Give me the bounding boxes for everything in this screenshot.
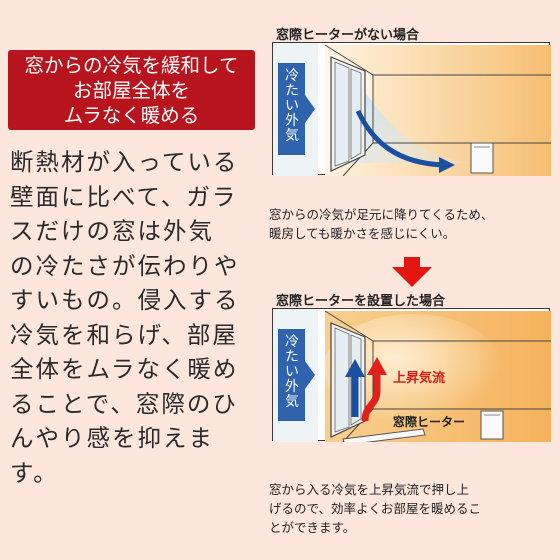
headline-line: お部屋全体を (72, 78, 190, 102)
body-text: 断熱材が入っている 壁面に比べて、ガラ スだけの窓は外気 の冷たさが伝わりや す… (10, 145, 260, 490)
down-arrow-icon (392, 257, 432, 287)
headline-box: 窓からの冷気を緩和して お部屋全体を ムラなく暖める (8, 50, 255, 130)
updraft-label: 上昇気流 (393, 371, 446, 386)
body-line: す。 (10, 458, 59, 487)
caption-line: げるので、効率よくお部屋を暖めるこ (269, 501, 482, 516)
side-label-char: 冷 (285, 68, 299, 84)
panel-b-caption: 窓から入る冷気を上昇気流で押し上 げるので、効率よくお部屋を暖めるこ とができま… (269, 480, 557, 537)
cold-air-area (335, 63, 473, 163)
heater-label: 窓際ヒーター (393, 415, 466, 429)
caption-line: 窓からの冷気が足元に降りてくるため、 (269, 207, 494, 222)
room-diagram-a (273, 43, 551, 176)
body-line: すいもの。侵入する (10, 286, 240, 314)
window-frame-b (330, 322, 366, 438)
body-line: ることで、窓際のひ (10, 389, 238, 418)
caption-line: 窓から入る冷気を上昇気流で押し上 (269, 482, 470, 497)
side-label-bg (278, 329, 305, 421)
warm-updraft-arrow (361, 357, 387, 422)
body-line: 断熱材が入っている (10, 148, 239, 176)
side-label-char: た (285, 349, 299, 365)
side-label-char: 外 (285, 113, 299, 129)
side-label-char: い (285, 364, 299, 380)
diagram-with-heater: 冷 た い 外 気 上昇気流 窓際ヒーター (272, 308, 551, 442)
caption-line: とができます。 (269, 520, 356, 535)
window-frame-a (330, 56, 366, 172)
cold-air-label-b: 冷 た い 外 気 (282, 335, 302, 410)
side-label-char: 気 (285, 128, 299, 144)
diagram-no-heater: 冷 た い 外 気 (272, 42, 551, 176)
body-line: 壁面に比べて、ガラ (10, 182, 238, 211)
heater-unit-a (470, 142, 494, 174)
room-diagram-b (273, 309, 551, 442)
body-line: 冷気を和らげ、部屋 (10, 320, 238, 349)
body-line: 全体をムラなく暖め (10, 355, 239, 383)
side-label-char: 気 (285, 394, 299, 410)
window-heater-unit (342, 428, 426, 442)
body-line: んやり感を抑えま (10, 424, 214, 452)
panel-a-caption: 窓からの冷気が足元に降りてくるため、 暖房しても暖かさを感じにくい。 (269, 205, 557, 243)
panel-a-title: 窓際ヒーターがない場合 (276, 28, 420, 43)
headline-line: ムラなく暖める (63, 103, 200, 127)
side-label-char: 冷 (285, 334, 299, 350)
headline-line: 窓からの冷気を緩和して (24, 53, 239, 77)
side-label-bg (278, 63, 305, 155)
panel-b-title: 窓際ヒーターを設置した場合 (276, 294, 446, 309)
side-label-char: 外 (285, 379, 299, 395)
side-label-char: た (285, 83, 299, 99)
cold-updraft-arrow (345, 359, 365, 417)
body-line: の冷たさが伝わりや (10, 251, 240, 280)
cold-air-label-a: 冷 た い 外 気 (282, 69, 302, 144)
side-label-char: い (285, 98, 299, 114)
caption-line: 暖房しても暖かさを感じにくい。 (269, 226, 456, 241)
heater-unit-b (480, 410, 504, 440)
body-line: スだけの窓は外気 (10, 217, 214, 245)
cold-air-arrow (355, 109, 444, 168)
